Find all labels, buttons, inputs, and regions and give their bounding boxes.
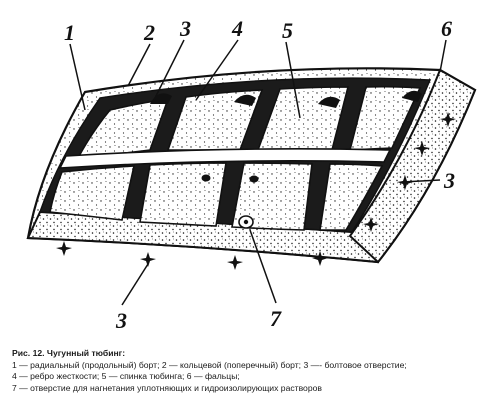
bolt-boss: [318, 96, 340, 108]
label-3-top: 3: [179, 16, 191, 41]
label-1: 1: [64, 20, 75, 45]
caption-line-1: 1 — радиальный (продольный) борт; 2 — ко…: [12, 359, 407, 370]
label-3-right: 3: [443, 168, 455, 193]
cell: [319, 163, 384, 231]
middle-rib: [58, 148, 392, 169]
front-bolt-holes: [56, 241, 328, 270]
bolt-hole: [201, 174, 211, 182]
leader-lines: [69, 39, 447, 306]
caption-line-3: 7 — отверстие для нагнетания уплотняющих…: [12, 382, 322, 393]
cell: [49, 165, 136, 221]
bolt-hole: [249, 175, 259, 183]
label-6: 6: [441, 16, 452, 41]
label-5: 5: [282, 18, 293, 43]
caption-line-2: 4 — ребро жесткости; 5 — спинка тюбинга;…: [12, 371, 240, 382]
segment-drawing: 1 2 3 4 5 6 3 3 7: [26, 16, 477, 333]
label-4: 4: [231, 16, 243, 41]
caption-title: Рис. 12. Чугунный тюбинг:: [12, 348, 126, 358]
tubbing-illustration: 1 2 3 4 5 6 3 3 7: [26, 16, 477, 333]
cell: [139, 162, 227, 227]
label-3-bottom: 3: [115, 308, 127, 333]
label-7: 7: [270, 306, 282, 331]
end-flange: [348, 68, 477, 264]
label-2: 2: [143, 20, 155, 45]
figure-caption: Рис. 12. Чугунный тюбинг: 1 — радиальный…: [12, 348, 494, 394]
bolt-boss: [402, 90, 422, 102]
bolt-boss: [234, 94, 256, 106]
bolt-boss: [150, 93, 172, 104]
